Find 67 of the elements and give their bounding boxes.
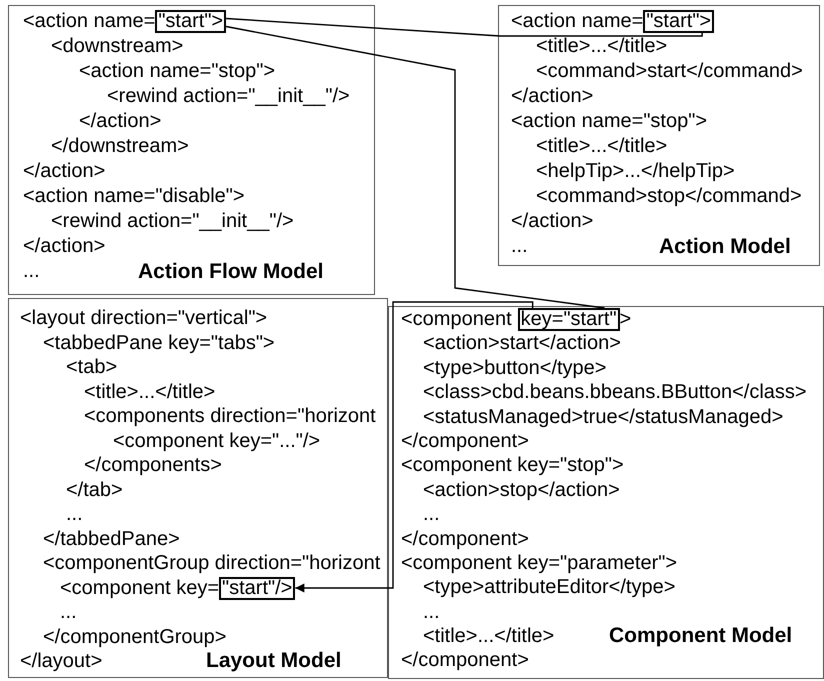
code-text: </tabbedPane> xyxy=(43,528,180,550)
code-text: <action>start</action> xyxy=(423,332,621,354)
code-text: <action name="stop"> xyxy=(511,110,707,132)
connector-line xyxy=(226,18,703,37)
code-text: <type>button</type> xyxy=(423,356,606,379)
code-text: <action>stop</action> xyxy=(423,478,620,501)
code-text: </action> xyxy=(79,110,162,132)
highlight-frame: "start"/> xyxy=(219,576,296,600)
highlight-frame: "start"> xyxy=(155,10,226,33)
code-text: ... xyxy=(511,235,528,257)
code-text: <componentGroup direction="horizont xyxy=(43,552,380,574)
code-text: <action name= xyxy=(23,10,156,32)
panel-title: Component Model xyxy=(609,624,792,648)
code-text: <action name="disable"> xyxy=(23,185,245,207)
code-text: <type>attributeEditor</type> xyxy=(423,576,676,598)
code-text: </downstream> xyxy=(51,135,189,157)
panel-title: Action Flow Model xyxy=(138,259,324,284)
code-panel xyxy=(8,298,388,678)
code-text: </action> xyxy=(23,160,106,182)
highlight-frame: key="start" xyxy=(518,308,620,331)
code-text: </componentGroup> xyxy=(43,626,226,648)
code-text: ... xyxy=(66,503,83,525)
code-text: <component key="stop"> xyxy=(401,454,624,476)
code-text: </tab> xyxy=(66,478,123,500)
code-text: </component> xyxy=(401,528,529,550)
code-text: </component> xyxy=(401,649,529,672)
code-text: <action name= xyxy=(511,10,644,32)
panel-title: Layout Model xyxy=(206,649,342,674)
code-text: <action name="stop"> xyxy=(79,60,275,82)
code-text: <command>stop</command> xyxy=(536,185,802,207)
code-text: ... xyxy=(23,260,40,282)
code-text: <title>...</title> xyxy=(423,625,554,648)
arrow xyxy=(295,301,534,592)
code-text: <component key="parameter"> xyxy=(401,552,678,574)
code-text: <statusManaged>true</statusManaged> xyxy=(423,406,784,428)
code-text: </component> xyxy=(401,430,529,452)
code-text: </action> xyxy=(511,210,594,232)
code-text: <helpTip>...</helpTip> xyxy=(536,160,735,182)
highlight-frame: "start"> xyxy=(643,10,714,33)
code-text: <title>...</title> xyxy=(536,135,668,157)
code-text: <command>start</command> xyxy=(536,60,803,82)
code-panel xyxy=(8,5,375,295)
code-text: <title>...</title> xyxy=(536,35,668,57)
code-text: </layout> xyxy=(20,650,102,672)
code-text: <class>cbd.beans.bbeans.BButton</class> xyxy=(423,381,807,404)
code-text: ... xyxy=(423,503,440,526)
code-text: </action> xyxy=(511,85,594,107)
code-text: > xyxy=(620,308,632,330)
code-text: <rewind action="__init__"/> xyxy=(51,210,294,232)
code-panel xyxy=(498,5,820,266)
code-text: ... xyxy=(60,601,77,623)
code-text: </action> xyxy=(23,235,106,257)
code-text: <tab> xyxy=(66,356,118,378)
panel-title: Action Model xyxy=(659,234,791,259)
code-text: <tabbedPane key="tabs"> xyxy=(43,332,275,354)
code-text: <downstream> xyxy=(51,35,184,57)
code-panel xyxy=(388,306,824,679)
code-text: <title>...</title> xyxy=(84,380,216,402)
code-text: <component xyxy=(401,308,512,330)
code-text: <layout direction="vertical"> xyxy=(20,307,268,329)
code-text: <components direction="horizont xyxy=(84,405,376,427)
connector-line xyxy=(226,26,605,309)
code-text: <rewind action="__init__"/> xyxy=(107,85,350,107)
code-text: ... xyxy=(423,600,440,623)
code-text: <component key="..."/> xyxy=(113,430,320,452)
code-text: <component key= xyxy=(60,576,219,598)
code-text: </components> xyxy=(84,454,222,476)
